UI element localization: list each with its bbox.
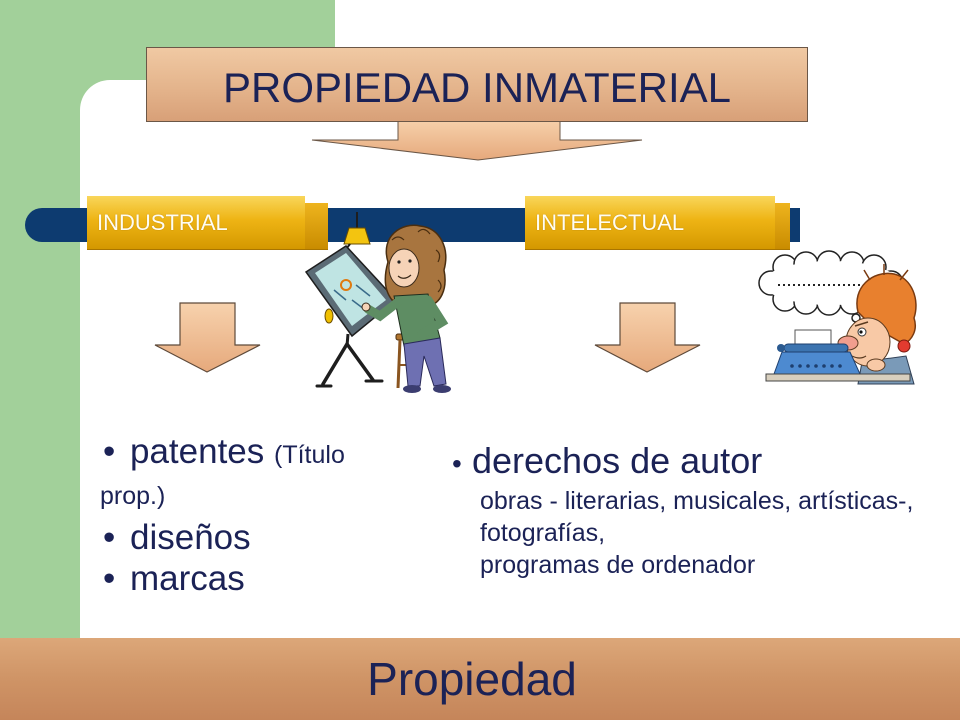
detail-line: fotografías, (480, 519, 606, 547)
typewriter-icon (773, 329, 861, 375)
list-item-patentes: patentes (Título prop.) (100, 433, 372, 515)
down-arrow-intelectual (594, 302, 701, 373)
industrial-list: patentes (Título prop.) diseños marcas (100, 433, 372, 597)
designer-at-drafting-table-icon (304, 212, 451, 393)
tab-industrial-edge (305, 203, 328, 250)
tab-industrial: INDUSTRIAL (87, 196, 328, 250)
intelectual-details: obras - literarias, musicales, artística… (480, 485, 913, 581)
item-note: (Título prop.) (100, 441, 345, 510)
down-arrow-industrial (154, 302, 261, 373)
tab-intelectual-edge (775, 203, 790, 250)
tab-industrial-face (87, 196, 305, 250)
designer-figure (361, 224, 451, 393)
tab-intelectual-label: INTELECTUAL (535, 210, 685, 235)
footer-title: Propiedad (367, 653, 577, 705)
list-item-marcas: marcas (100, 560, 372, 597)
intelectual-heading: derechos de autor (450, 442, 762, 482)
tab-intelectual: INTELECTUAL (525, 196, 790, 250)
item-name: marcas (130, 559, 245, 598)
list-item-disenos: diseños (100, 519, 372, 556)
item-name: diseños (130, 518, 251, 557)
writer-at-typewriter-icon (758, 250, 917, 385)
page-title: PROPIEDAD INMATERIAL (146, 47, 808, 122)
detail-line: obras - literarias, musicales, artística… (480, 487, 914, 515)
footer-bar: Propiedad (0, 638, 960, 720)
intelectual-heading-text: derechos de autor (472, 440, 763, 481)
tab-industrial-label: INDUSTRIAL (97, 210, 228, 235)
page-title-text: PROPIEDAD INMATERIAL (223, 63, 731, 111)
title-arrow (311, 117, 643, 161)
item-name: patentes (130, 432, 265, 471)
detail-line: programas de ordenador (480, 551, 756, 579)
tab-intelectual-face (525, 196, 775, 250)
desk (765, 373, 911, 382)
